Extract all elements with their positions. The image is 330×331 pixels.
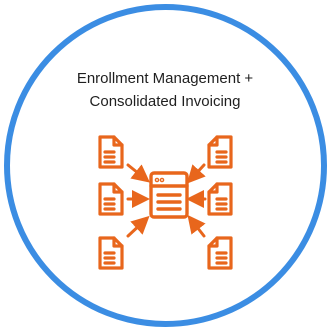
document-icon-right-top: [207, 135, 233, 169]
title-line-2: Consolidated Invoicing: [89, 93, 241, 110]
arrow-icon-bottom-right: [187, 214, 206, 238]
arrow-icon-top-right: [186, 163, 206, 184]
consolidated-document-icon: [149, 171, 189, 219]
document-icon-left-top: [98, 135, 124, 169]
title-line-1: Enrollment Management +: [76, 70, 254, 87]
document-icon-right-bottom: [207, 236, 233, 270]
document-icon-left-bottom: [98, 236, 124, 270]
document-icon-left-middle: [98, 182, 124, 216]
arrow-icon-bottom-left: [126, 215, 150, 238]
document-icon-right-middle: [207, 182, 233, 216]
circle-ring: [4, 4, 327, 327]
arrow-icon-top-left: [126, 163, 151, 183]
